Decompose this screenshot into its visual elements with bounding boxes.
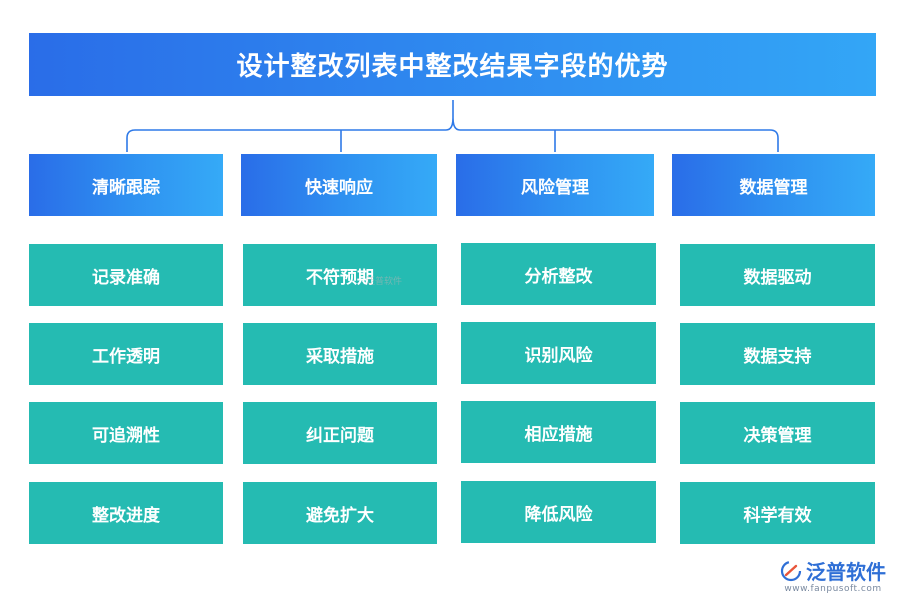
- brand-name: 泛普软件: [806, 560, 886, 584]
- list-item: 决策管理: [680, 402, 875, 464]
- list-item: 分析整改: [461, 243, 656, 305]
- watermark: 泛普软件: [366, 277, 403, 287]
- list-item: 不符预期: [243, 244, 437, 306]
- category-clear-tracking: 清晰跟踪: [29, 154, 223, 216]
- list-item: 纠正问题: [243, 402, 437, 464]
- list-item: 工作透明: [29, 323, 223, 385]
- list-item: 整改进度: [29, 482, 223, 544]
- list-item: 降低风险: [461, 481, 656, 543]
- list-item: 数据支持: [680, 323, 875, 385]
- category-risk-management: 风险管理: [456, 154, 654, 216]
- diagram-title: 设计整改列表中整改结果字段的优势: [29, 33, 876, 96]
- list-item: 科学有效: [680, 482, 875, 544]
- category-quick-response: 快速响应: [241, 154, 437, 216]
- list-item: 相应措施: [461, 401, 656, 463]
- brand-logo-icon: [780, 560, 802, 581]
- list-item: 数据驱动: [680, 244, 875, 306]
- list-item: 避免扩大: [243, 482, 437, 544]
- list-item: 识别风险: [461, 322, 656, 384]
- list-item: 可追溯性: [29, 402, 223, 464]
- brand-url: www.fanpusoft.com: [784, 584, 882, 594]
- category-data-management: 数据管理: [672, 154, 875, 216]
- list-item: 采取措施: [243, 323, 437, 385]
- brand-logo: 泛普软件 www.fanpusoft.com: [780, 556, 886, 594]
- list-item: 记录准确: [29, 244, 223, 306]
